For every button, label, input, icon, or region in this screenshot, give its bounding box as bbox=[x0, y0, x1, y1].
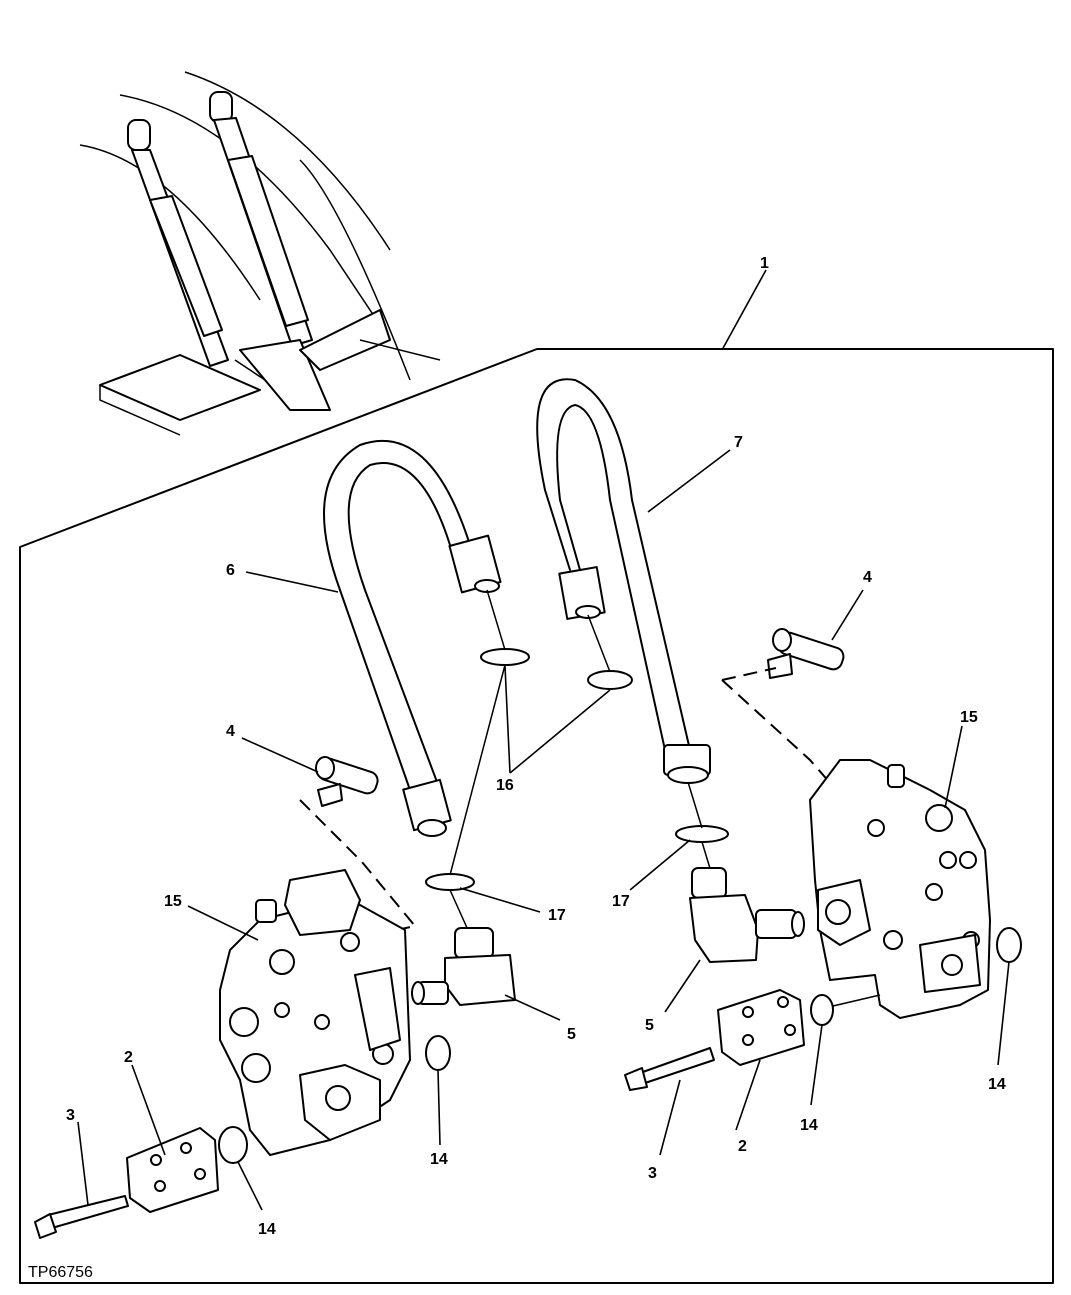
o-ring-14-c bbox=[810, 994, 834, 1026]
callout-16: 16 bbox=[496, 777, 514, 794]
o-ring-14-b bbox=[425, 1035, 451, 1071]
callout-15-left: 15 bbox=[164, 893, 182, 910]
elbow-fitting-5-right bbox=[689, 867, 805, 963]
o-ring-16-right bbox=[587, 670, 633, 690]
callout-2-right: 2 bbox=[738, 1138, 747, 1155]
cover-plate-2-right bbox=[717, 989, 805, 1066]
o-ring-17-left bbox=[425, 873, 475, 891]
callout-4-left: 4 bbox=[226, 723, 235, 740]
cover-plate-2-left bbox=[126, 1127, 219, 1213]
valve-15-left bbox=[219, 869, 411, 1156]
callout-4-right: 4 bbox=[863, 569, 872, 586]
leader-lines bbox=[77, 269, 1010, 1211]
o-ring-14-d bbox=[996, 927, 1022, 963]
assembly-boundary bbox=[19, 348, 1054, 1284]
fitting-4-right bbox=[767, 628, 845, 679]
callout-3-left: 3 bbox=[66, 1107, 75, 1124]
hose-7 bbox=[536, 378, 711, 784]
callout-15-right: 15 bbox=[960, 709, 978, 726]
figure-id: TP66756 bbox=[28, 1264, 93, 1281]
callout-5-right: 5 bbox=[645, 1017, 654, 1034]
bolt-3-right bbox=[624, 1047, 715, 1091]
o-ring-14-a bbox=[218, 1126, 248, 1164]
callout-14-b: 14 bbox=[430, 1151, 448, 1168]
elbow-fitting-5-left bbox=[411, 927, 516, 1006]
o-ring-17-right bbox=[675, 825, 729, 843]
machine-overview-sketch bbox=[79, 71, 441, 436]
callout-7: 7 bbox=[734, 434, 743, 451]
callout-14-d: 14 bbox=[988, 1076, 1006, 1093]
callout-2-left: 2 bbox=[124, 1049, 133, 1066]
fitting-4-left bbox=[315, 756, 379, 807]
callout-5-left: 5 bbox=[567, 1026, 576, 1043]
callout-6: 6 bbox=[226, 562, 235, 579]
valve-15-right bbox=[809, 759, 991, 1019]
callout-3-right: 3 bbox=[648, 1165, 657, 1182]
callout-17-left: 17 bbox=[548, 907, 566, 924]
o-ring-16-left bbox=[480, 648, 530, 666]
callout-1: 1 bbox=[760, 255, 769, 272]
bolt-3-left bbox=[34, 1195, 129, 1239]
callout-14-c: 14 bbox=[800, 1117, 818, 1134]
callout-17-right: 17 bbox=[612, 893, 630, 910]
hose-6 bbox=[323, 439, 502, 837]
callout-14-a: 14 bbox=[258, 1221, 276, 1238]
